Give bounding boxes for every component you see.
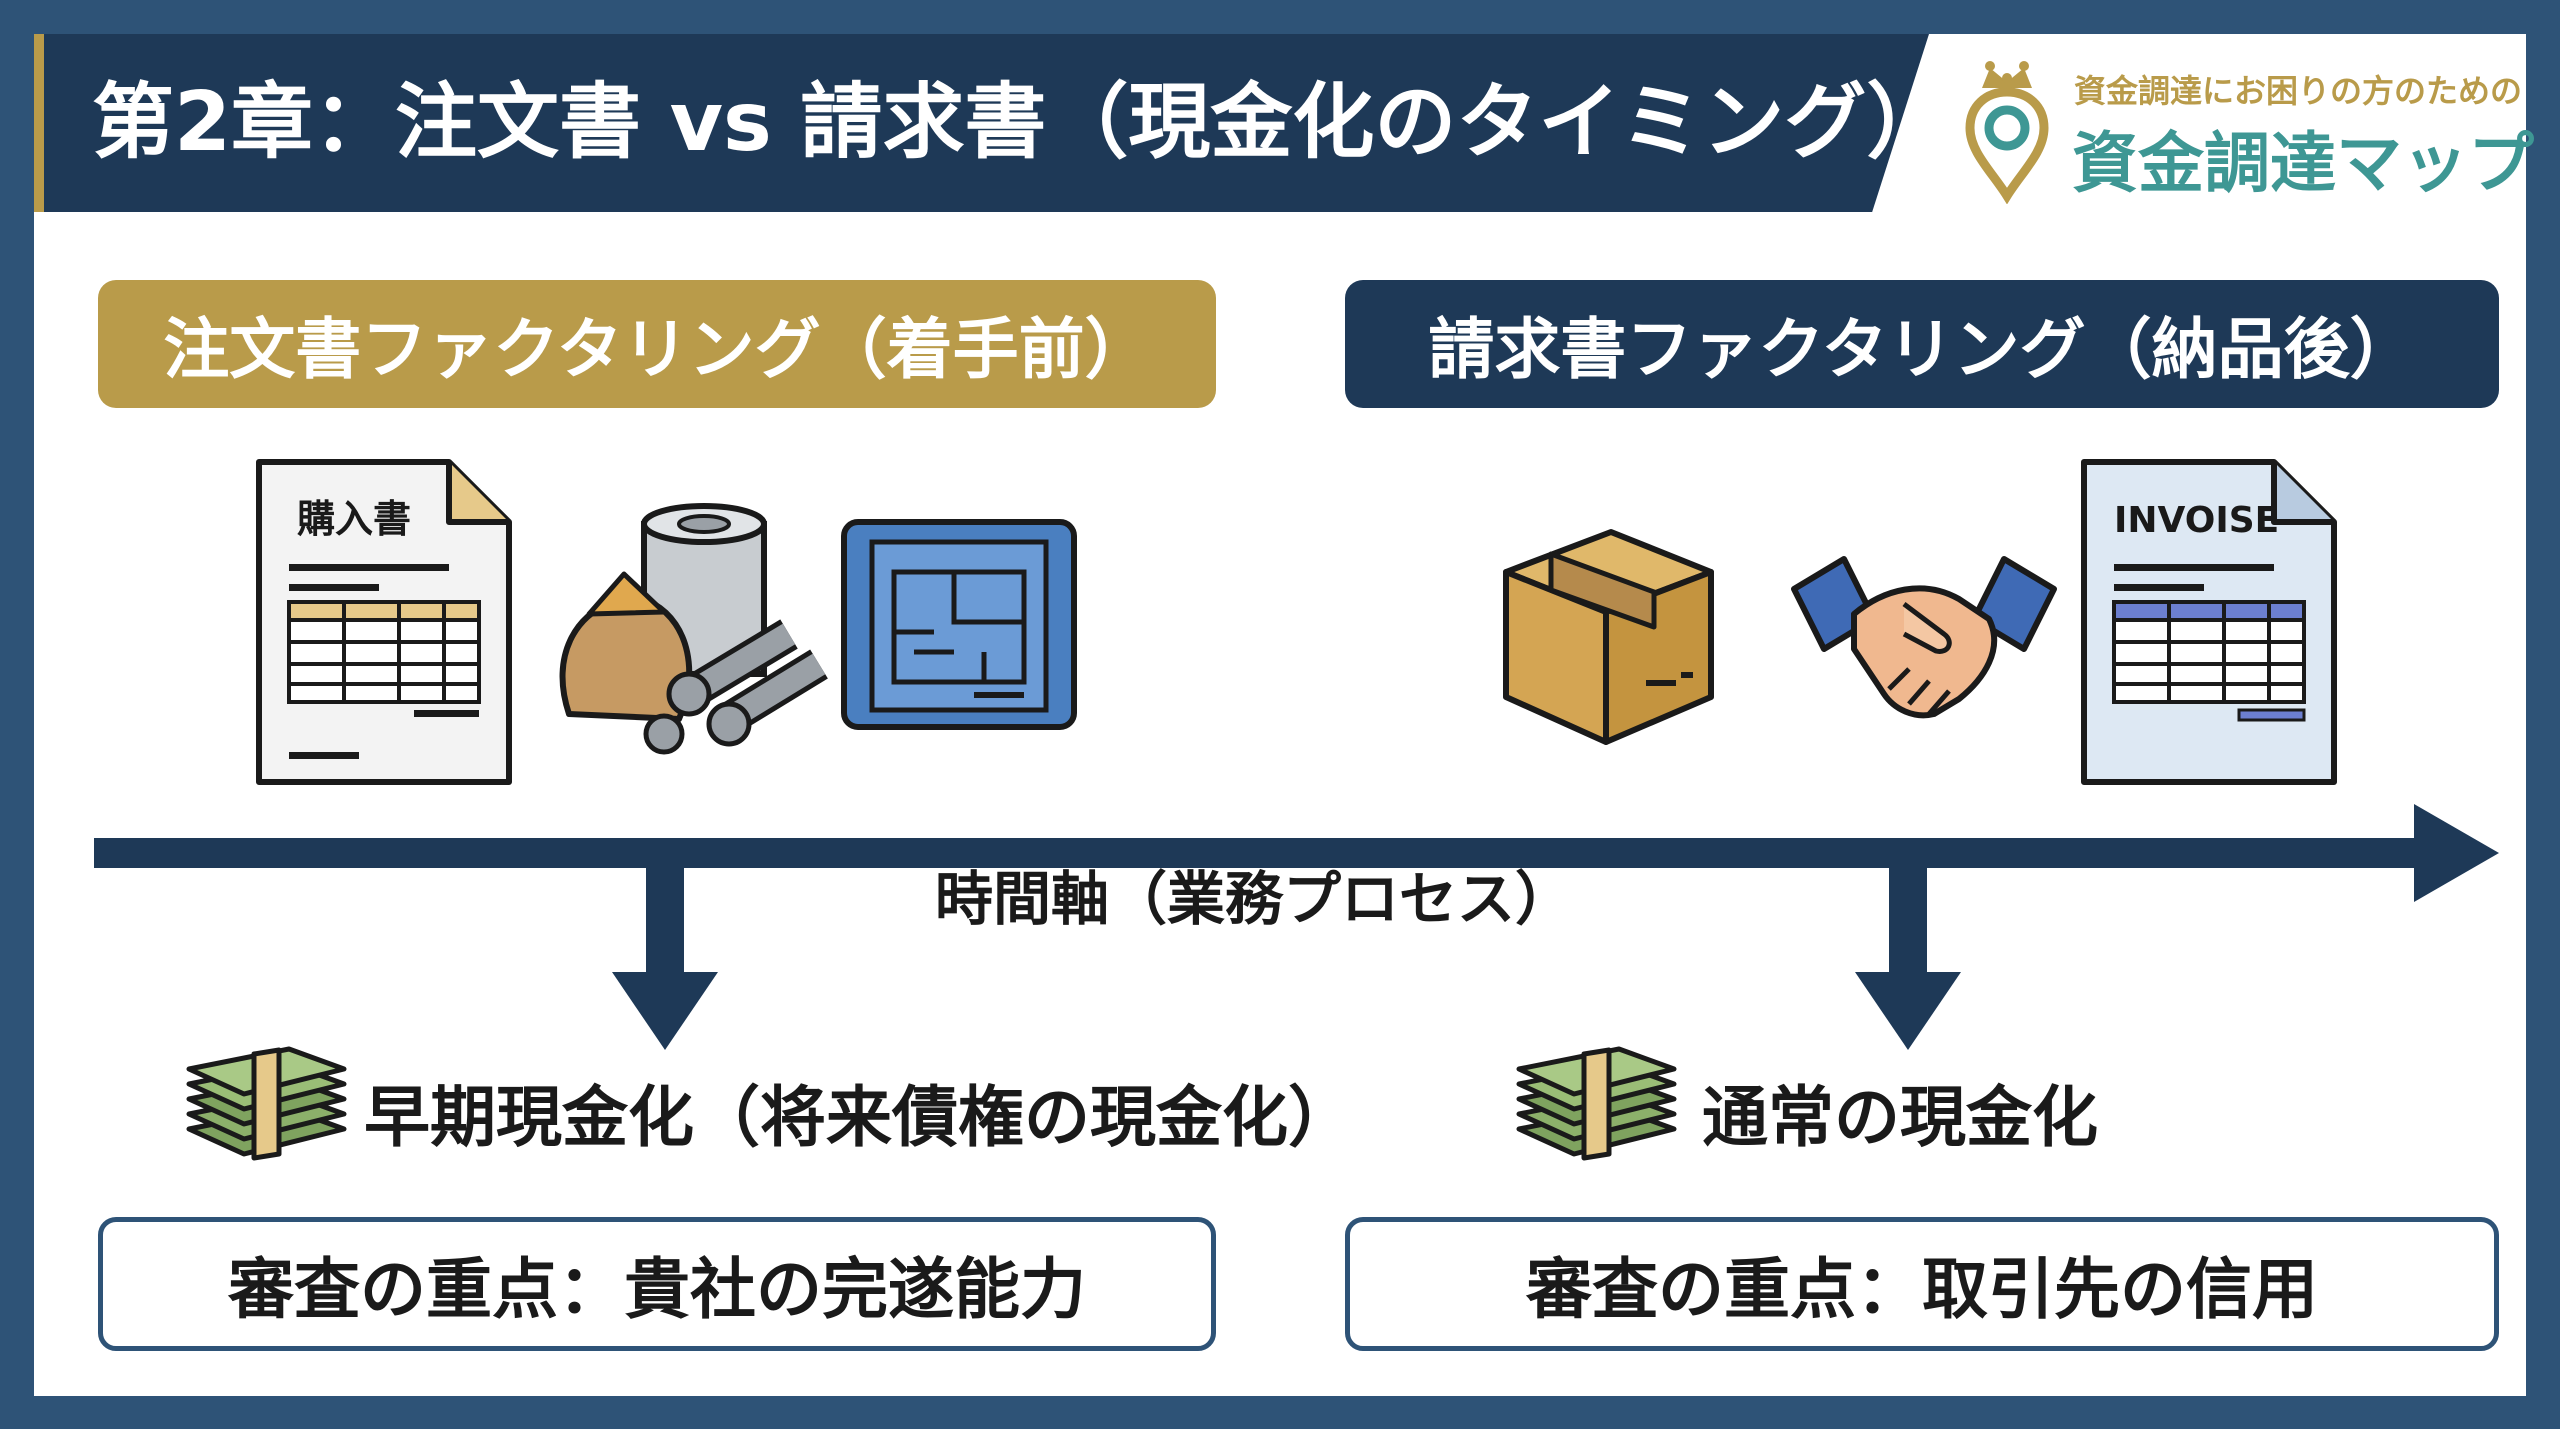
raw-materials-icon bbox=[559, 503, 828, 755]
left-drop-arrowhead bbox=[612, 972, 718, 1050]
timeline-label: 時間軸（業務プロセス） bbox=[934, 865, 1573, 933]
invoice-document-icon: INVOISE bbox=[2081, 459, 2337, 785]
invoice-document-title: INVOISE bbox=[2114, 500, 2279, 541]
brand-logo: 資金調達にお困りの方のための 資金調達マップ bbox=[1944, 54, 2534, 204]
invoice-factoring-heading: 請求書ファクタリング（納品後） bbox=[1345, 280, 2499, 408]
po-factoring-heading: 注文書ファクタリング（着手前） bbox=[98, 280, 1216, 408]
timeline-arrow bbox=[94, 804, 2499, 1050]
cash-stack-icon bbox=[1516, 1046, 1677, 1161]
po-review-focus: 審査の重点：貴社の完遂能力 bbox=[98, 1217, 1216, 1351]
document-title: 購入書 bbox=[297, 497, 411, 541]
early-cash-label: 早期現金化（将来債権の現金化） bbox=[364, 1079, 1354, 1156]
purchase-order-document-icon: 購入書 bbox=[256, 459, 512, 785]
logo-name: 資金調達マップ bbox=[2072, 125, 2534, 202]
handshake-icon bbox=[1791, 556, 2057, 719]
blueprint-icon bbox=[841, 519, 1077, 730]
right-drop-arrowhead bbox=[1855, 972, 1961, 1050]
slide-canvas: 第2章：注文書 vs 請求書（現金化のタイミング） 資金調達にお困りの方のための… bbox=[34, 34, 2534, 1396]
left-drop-stem bbox=[646, 868, 684, 972]
title-band bbox=[34, 34, 1929, 212]
right-drop-stem bbox=[1889, 868, 1927, 972]
normal-cash-label: 通常の現金化 bbox=[1702, 1079, 2098, 1156]
map-pin-crown-icon bbox=[1965, 61, 2049, 204]
logo-tagline: 資金調達にお困りの方のための bbox=[2074, 72, 2523, 110]
cash-stack-icon bbox=[186, 1046, 347, 1161]
page-title: 第2章：注文書 vs 請求書（現金化のタイミング） bbox=[92, 75, 1949, 170]
cardboard-box-icon bbox=[1503, 529, 1714, 745]
invoice-review-focus: 審査の重点：取引先の信用 bbox=[1345, 1217, 2499, 1351]
title-accent bbox=[34, 34, 44, 212]
